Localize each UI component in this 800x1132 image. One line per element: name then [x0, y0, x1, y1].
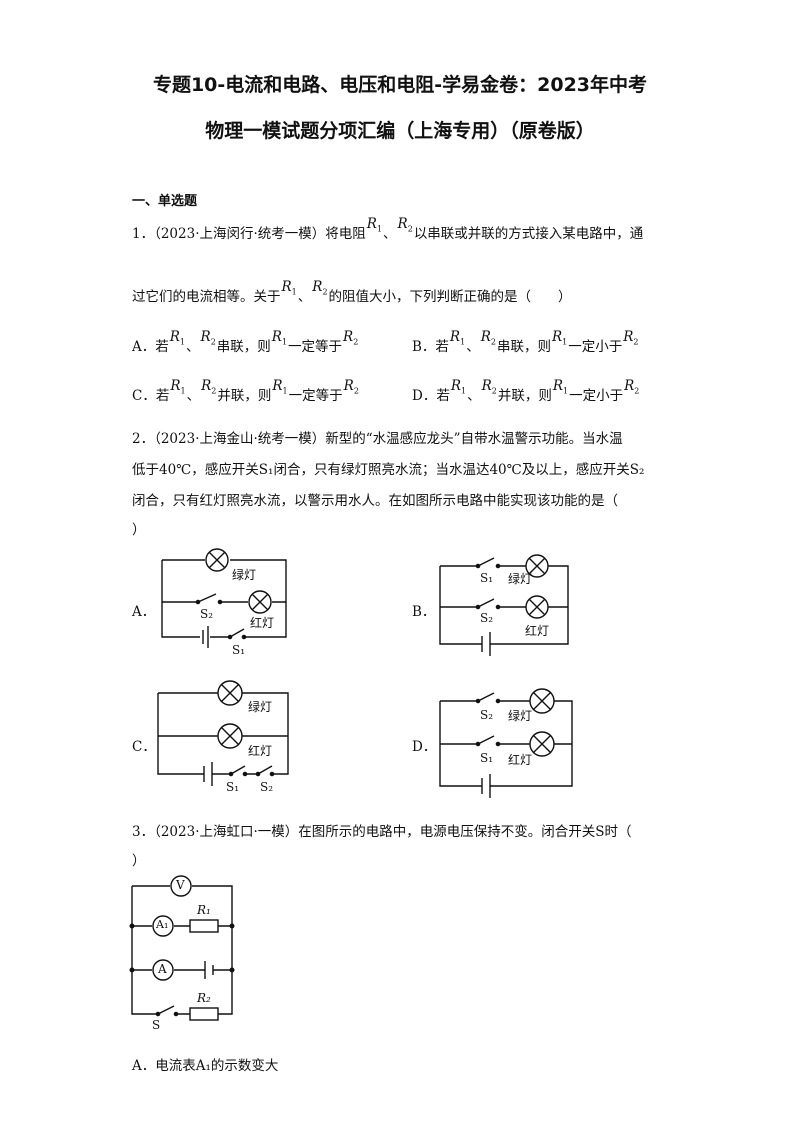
lamp-icon: [525, 595, 549, 619]
q1-line-1: 1．（2023·上海闵行·统考一模）将电阻R1、R2以串联或并联的方式接入某电路…: [132, 216, 644, 242]
voltmeter-label: V: [176, 878, 185, 892]
switch-s1-label: S₁: [480, 751, 494, 765]
red-lamp-label: 红灯: [525, 624, 550, 638]
switch-s1-label: S₁: [232, 643, 246, 657]
switch-s2-label: S₂: [480, 708, 494, 722]
title-line-1: 专题10-电流和电路、电压和电阻-学易金卷：2023年中考: [152, 74, 648, 96]
ammeter-a1-label: A₁: [156, 918, 169, 931]
green-lamp-label: 绿灯: [508, 709, 533, 723]
red-lamp-label: 红灯: [250, 616, 275, 630]
q1-line-2: 过它们的电流相等。关于R1、R2的阻值大小，下列判断正确的是（ ）: [132, 279, 572, 305]
q2-line-2: 低于40℃，感应开关S₁闭合，只有绿灯照亮水流；当水温达40℃及以上，感应开关S…: [132, 462, 645, 478]
lamp-icon: [248, 590, 272, 614]
r2-symbol: R2: [312, 279, 328, 297]
title-line-2: 物理一模试题分项汇编（上海专用）（原卷版）: [205, 120, 595, 142]
q2-line-4: ）: [132, 522, 146, 538]
circuit-a-wires: [161, 559, 287, 648]
switch-s2-label: S₂: [260, 780, 274, 794]
green-lamp-label: 绿灯: [232, 568, 257, 582]
lamp-icon: [217, 723, 243, 749]
q3-option-a[interactable]: A．电流表A₁的示数变大: [132, 1058, 279, 1074]
q2-option-d-label[interactable]: D．: [412, 739, 437, 755]
r2-symbol: R2: [397, 216, 413, 234]
resistor-r2-icon: [189, 1007, 219, 1021]
resistor-r1-icon: [189, 919, 219, 933]
switch-s2-label: S₂: [200, 607, 214, 621]
q2-option-a-label[interactable]: A．: [132, 604, 156, 620]
lamp-icon: [529, 688, 555, 714]
green-lamp-label: 绿灯: [508, 572, 533, 586]
red-lamp-label: 红灯: [248, 744, 273, 758]
lamp-icon: [217, 680, 243, 706]
q2-option-b-label[interactable]: B．: [412, 604, 436, 620]
q3-line-2: ）: [132, 853, 146, 869]
q2-option-c-label[interactable]: C．: [132, 739, 156, 755]
q1-option-d[interactable]: D．若R1、R2并联，则R1一定小于R2: [412, 378, 640, 404]
switch-s-label: S: [152, 1018, 161, 1032]
r1-symbol: R1: [366, 216, 383, 234]
lamp-icon: [205, 548, 229, 572]
switch-s1-label: S₁: [226, 780, 240, 794]
q1-option-c[interactable]: C．若R1、R2并联，则R1一定等于R2: [132, 378, 359, 404]
green-lamp-label: 绿灯: [248, 700, 273, 714]
lamp-icon: [529, 731, 555, 757]
q2-line-3: 闭合，只有红灯照亮水流，以警示用水人。在如图所示电路中能实现该功能的是（: [132, 493, 618, 509]
ammeter-a-label: A: [158, 962, 167, 976]
q1-option-a[interactable]: A．若R1、R2串联，则R1一定等于R2: [132, 329, 359, 355]
q2-line-1: 2．（2023·上海金山·统考一模）新型的“水温感应龙头”自带水温警示功能。当水…: [132, 431, 623, 447]
r1-symbol: R1: [281, 279, 297, 297]
q1-option-b[interactable]: B．若R1、R2串联，则R1一定小于R2: [412, 329, 639, 355]
q3-line-1: 3．（2023·上海虹口·一模）在图所示的电路中，电源电压保持不变。闭合开关S时…: [132, 824, 632, 840]
switch-s1-label: S₁: [480, 571, 494, 585]
red-lamp-label: 红灯: [508, 753, 533, 767]
resistor-r2-label: R₂: [197, 991, 211, 1005]
resistor-r1-label: R₁: [197, 903, 211, 917]
section-heading: 一、单选题: [132, 194, 198, 209]
switch-s2-label: S₂: [480, 611, 494, 625]
